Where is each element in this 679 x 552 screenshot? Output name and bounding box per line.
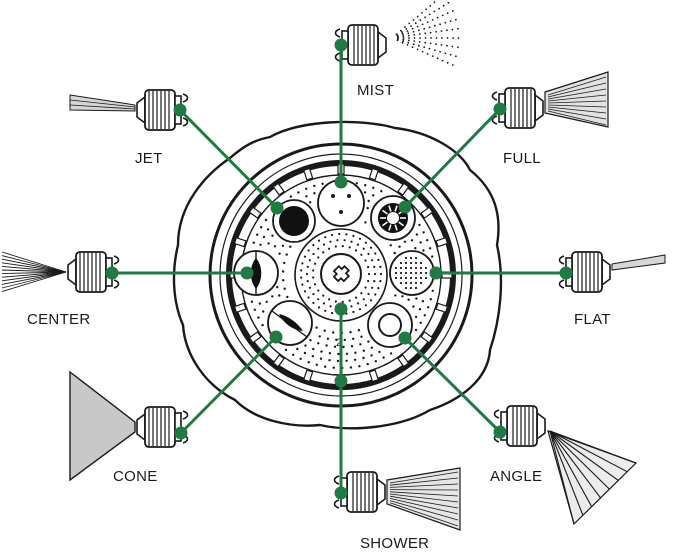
jet-spray [70, 95, 135, 111]
label-flat: FLAT [574, 311, 611, 328]
label-full: FULL [503, 150, 541, 167]
flat-hole-icon [390, 251, 434, 295]
label-mist: MIST [357, 82, 394, 99]
label-angle: ANGLE [490, 468, 542, 485]
label-cone: CONE [113, 468, 158, 485]
label-jet: JET [135, 150, 163, 167]
flat-spray [612, 255, 665, 270]
label-center: CENTER [27, 311, 90, 328]
full-spray [545, 72, 608, 127]
angle-spray [548, 431, 636, 524]
center-spray [2, 252, 66, 292]
label-shower: SHOWER [360, 535, 429, 552]
cone-spray [70, 372, 135, 480]
center-screw-icon [321, 254, 361, 294]
mist-spray [396, 1, 460, 66]
shower-spray [387, 468, 460, 530]
